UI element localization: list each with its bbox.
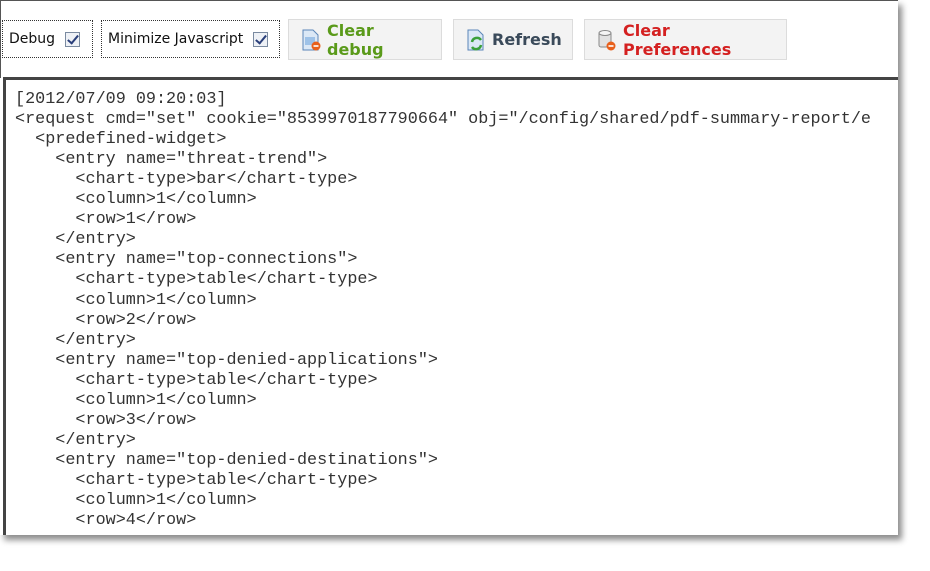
database-remove-icon <box>597 29 617 51</box>
minimize-javascript-checkbox[interactable] <box>253 31 269 47</box>
clear-preferences-label: Clear Preferences <box>623 20 732 59</box>
log-line: <entry name="top-connections"> <box>15 250 358 270</box>
debug-checkbox-group[interactable]: Debug <box>2 20 93 58</box>
refresh-button[interactable]: Refresh <box>453 19 573 60</box>
log-line: <entry name="top-denied-destinations"> <box>15 450 438 470</box>
log-line: <predefined-widget> <box>15 130 227 150</box>
document-refresh-icon <box>466 29 486 51</box>
minimize-javascript-checkbox-group[interactable]: Minimize Javascript <box>101 20 280 58</box>
log-line: <column>1</column> <box>15 491 257 510</box>
debug-checkbox[interactable] <box>65 31 81 47</box>
log-line: </entry> <box>15 230 136 250</box>
log-line: <entry name="threat-trend"> <box>15 150 328 170</box>
clear-debug-label: Clear debug <box>327 20 384 59</box>
log-line: </entry> <box>15 430 136 450</box>
log-line: <entry name="top-denied-applications"> <box>15 350 438 370</box>
log-line: <row>2</row> <box>15 310 197 330</box>
log-line: <column>1</column> <box>15 390 257 410</box>
log-line: <column>1</column> <box>15 290 257 310</box>
log-line: [2012/07/09 09:20:03] <box>15 90 227 109</box>
debug-log-panel[interactable]: [2012/07/09 09:20:03]<request cmd="set" … <box>3 77 898 535</box>
log-line: <chart-type>table</chart-type> <box>15 270 378 290</box>
document-remove-icon <box>301 29 321 51</box>
minimize-javascript-label: Minimize Javascript <box>108 31 244 47</box>
clear-preferences-button[interactable]: Clear Preferences <box>584 19 787 60</box>
log-line: <row>4</row> <box>15 511 197 531</box>
log-line: <row>1</row> <box>15 210 197 230</box>
log-line: <chart-type>table</chart-type> <box>15 370 378 390</box>
debug-label: Debug <box>9 31 56 47</box>
toolbar: Debug Minimize Javascript Clear debug Re… <box>0 0 898 78</box>
log-line: <request cmd="set" cookie="8539970187790… <box>15 110 871 130</box>
log-line: <chart-type>bar</chart-type> <box>15 170 358 190</box>
clear-debug-button[interactable]: Clear debug <box>288 19 442 60</box>
log-line: </entry> <box>15 330 136 350</box>
refresh-label: Refresh <box>492 30 562 49</box>
log-line: <chart-type>table</chart-type> <box>15 470 378 490</box>
debug-window: Debug Minimize Javascript Clear debug Re… <box>0 0 898 535</box>
log-line: <row>3</row> <box>15 410 197 430</box>
log-line: <column>1</column> <box>15 190 257 210</box>
